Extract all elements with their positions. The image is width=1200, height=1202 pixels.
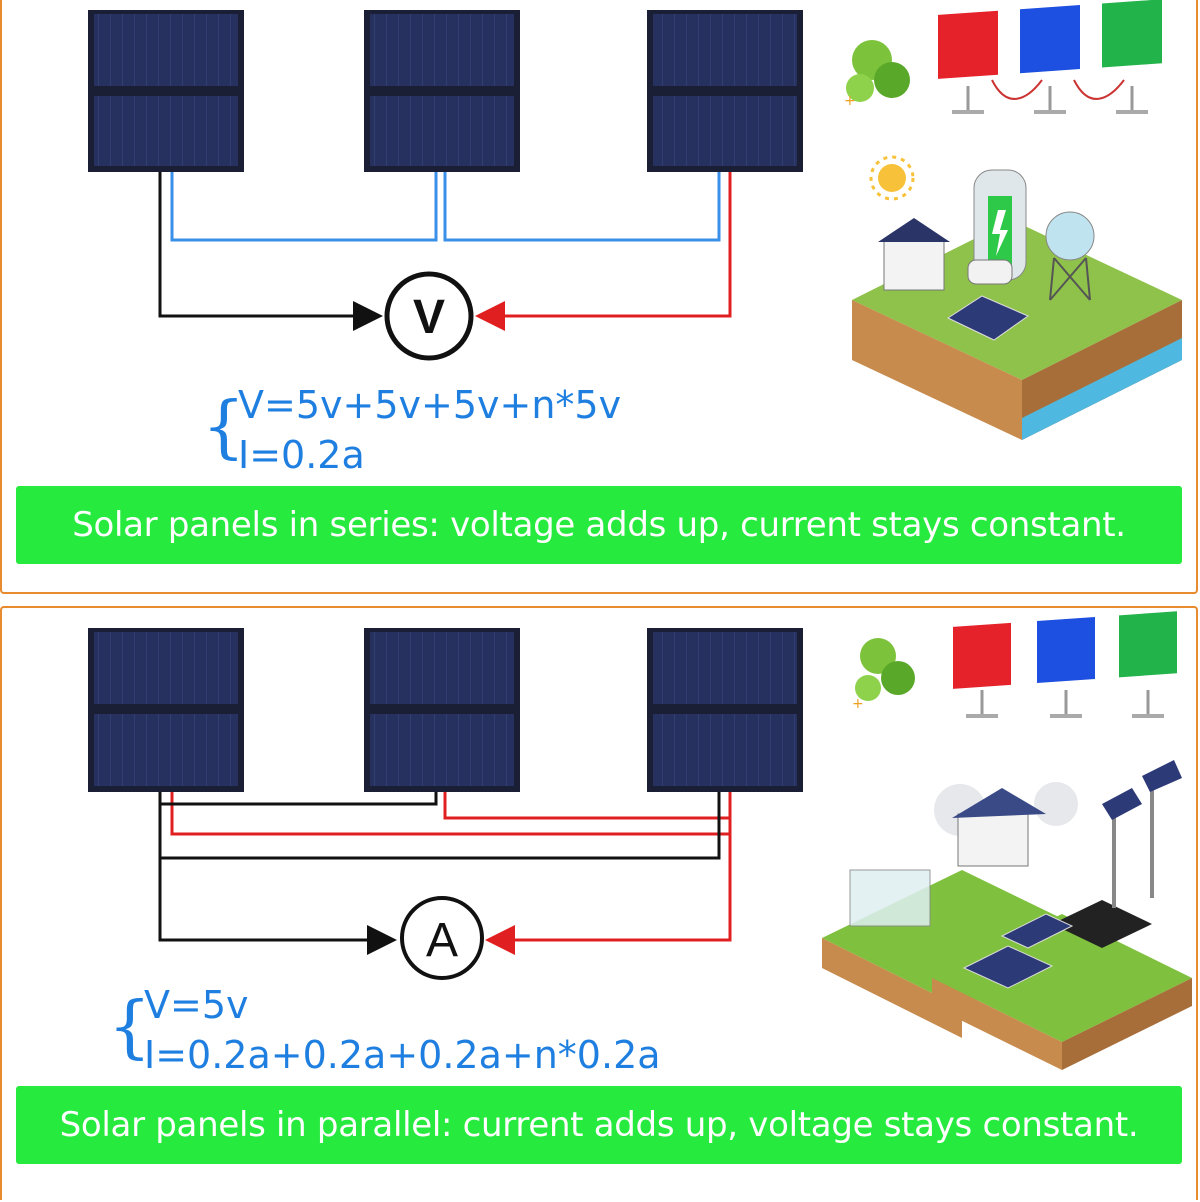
rgb-solar-panels-icon: + bbox=[852, 609, 1179, 718]
voltmeter-symbol: V bbox=[413, 291, 445, 344]
series-voltage-formula: V=5v+5v+5v+n*5v bbox=[238, 383, 622, 427]
rgb-solar-panels-icon: + bbox=[844, 0, 1164, 114]
solar-panel-3 bbox=[647, 628, 803, 792]
sun-icon bbox=[869, 155, 915, 201]
series-link-wires bbox=[170, 172, 721, 242]
parallel-section: A + bbox=[0, 606, 1198, 1200]
formula-brace: { bbox=[108, 988, 152, 1067]
solar-panel-1 bbox=[88, 10, 244, 172]
solar-panel-2 bbox=[364, 10, 520, 172]
parallel-wiring-diagram: A + bbox=[88, 609, 1192, 1070]
negative-lead-wire bbox=[158, 172, 383, 331]
solar-panel-1 bbox=[88, 628, 244, 792]
voltmeter-icon: V bbox=[384, 271, 474, 361]
negative-bus-wires bbox=[158, 792, 721, 860]
solar-panel-3 bbox=[647, 10, 803, 172]
solar-installation-illustration bbox=[822, 760, 1192, 1070]
svg-text:+: + bbox=[844, 93, 856, 109]
negative-lead-wire bbox=[158, 858, 397, 955]
series-caption: Solar panels in series: voltage adds up,… bbox=[16, 486, 1182, 564]
parallel-voltage-formula: V=5v bbox=[144, 983, 249, 1027]
series-wiring-diagram: V + bbox=[88, 0, 1182, 440]
positive-lead-wire bbox=[475, 172, 732, 331]
formula-brace: { bbox=[202, 388, 246, 467]
series-current-formula: I=0.2a bbox=[238, 433, 365, 477]
green-plant-icon: + bbox=[844, 40, 910, 109]
parallel-caption: Solar panels in parallel: current adds u… bbox=[16, 1086, 1182, 1164]
solar-farm-illustration bbox=[852, 155, 1182, 440]
series-section: V + bbox=[0, 0, 1198, 594]
ammeter-icon: A bbox=[400, 896, 484, 980]
positive-bus-wires bbox=[170, 792, 732, 836]
green-plant-icon: + bbox=[852, 638, 915, 712]
parallel-current-formula: I=0.2a+0.2a+0.2a+n*0.2a bbox=[144, 1033, 661, 1077]
positive-lead-wire bbox=[485, 834, 732, 955]
svg-text:+: + bbox=[852, 696, 864, 712]
ammeter-symbol: A bbox=[426, 914, 458, 967]
solar-panel-2 bbox=[364, 628, 520, 792]
